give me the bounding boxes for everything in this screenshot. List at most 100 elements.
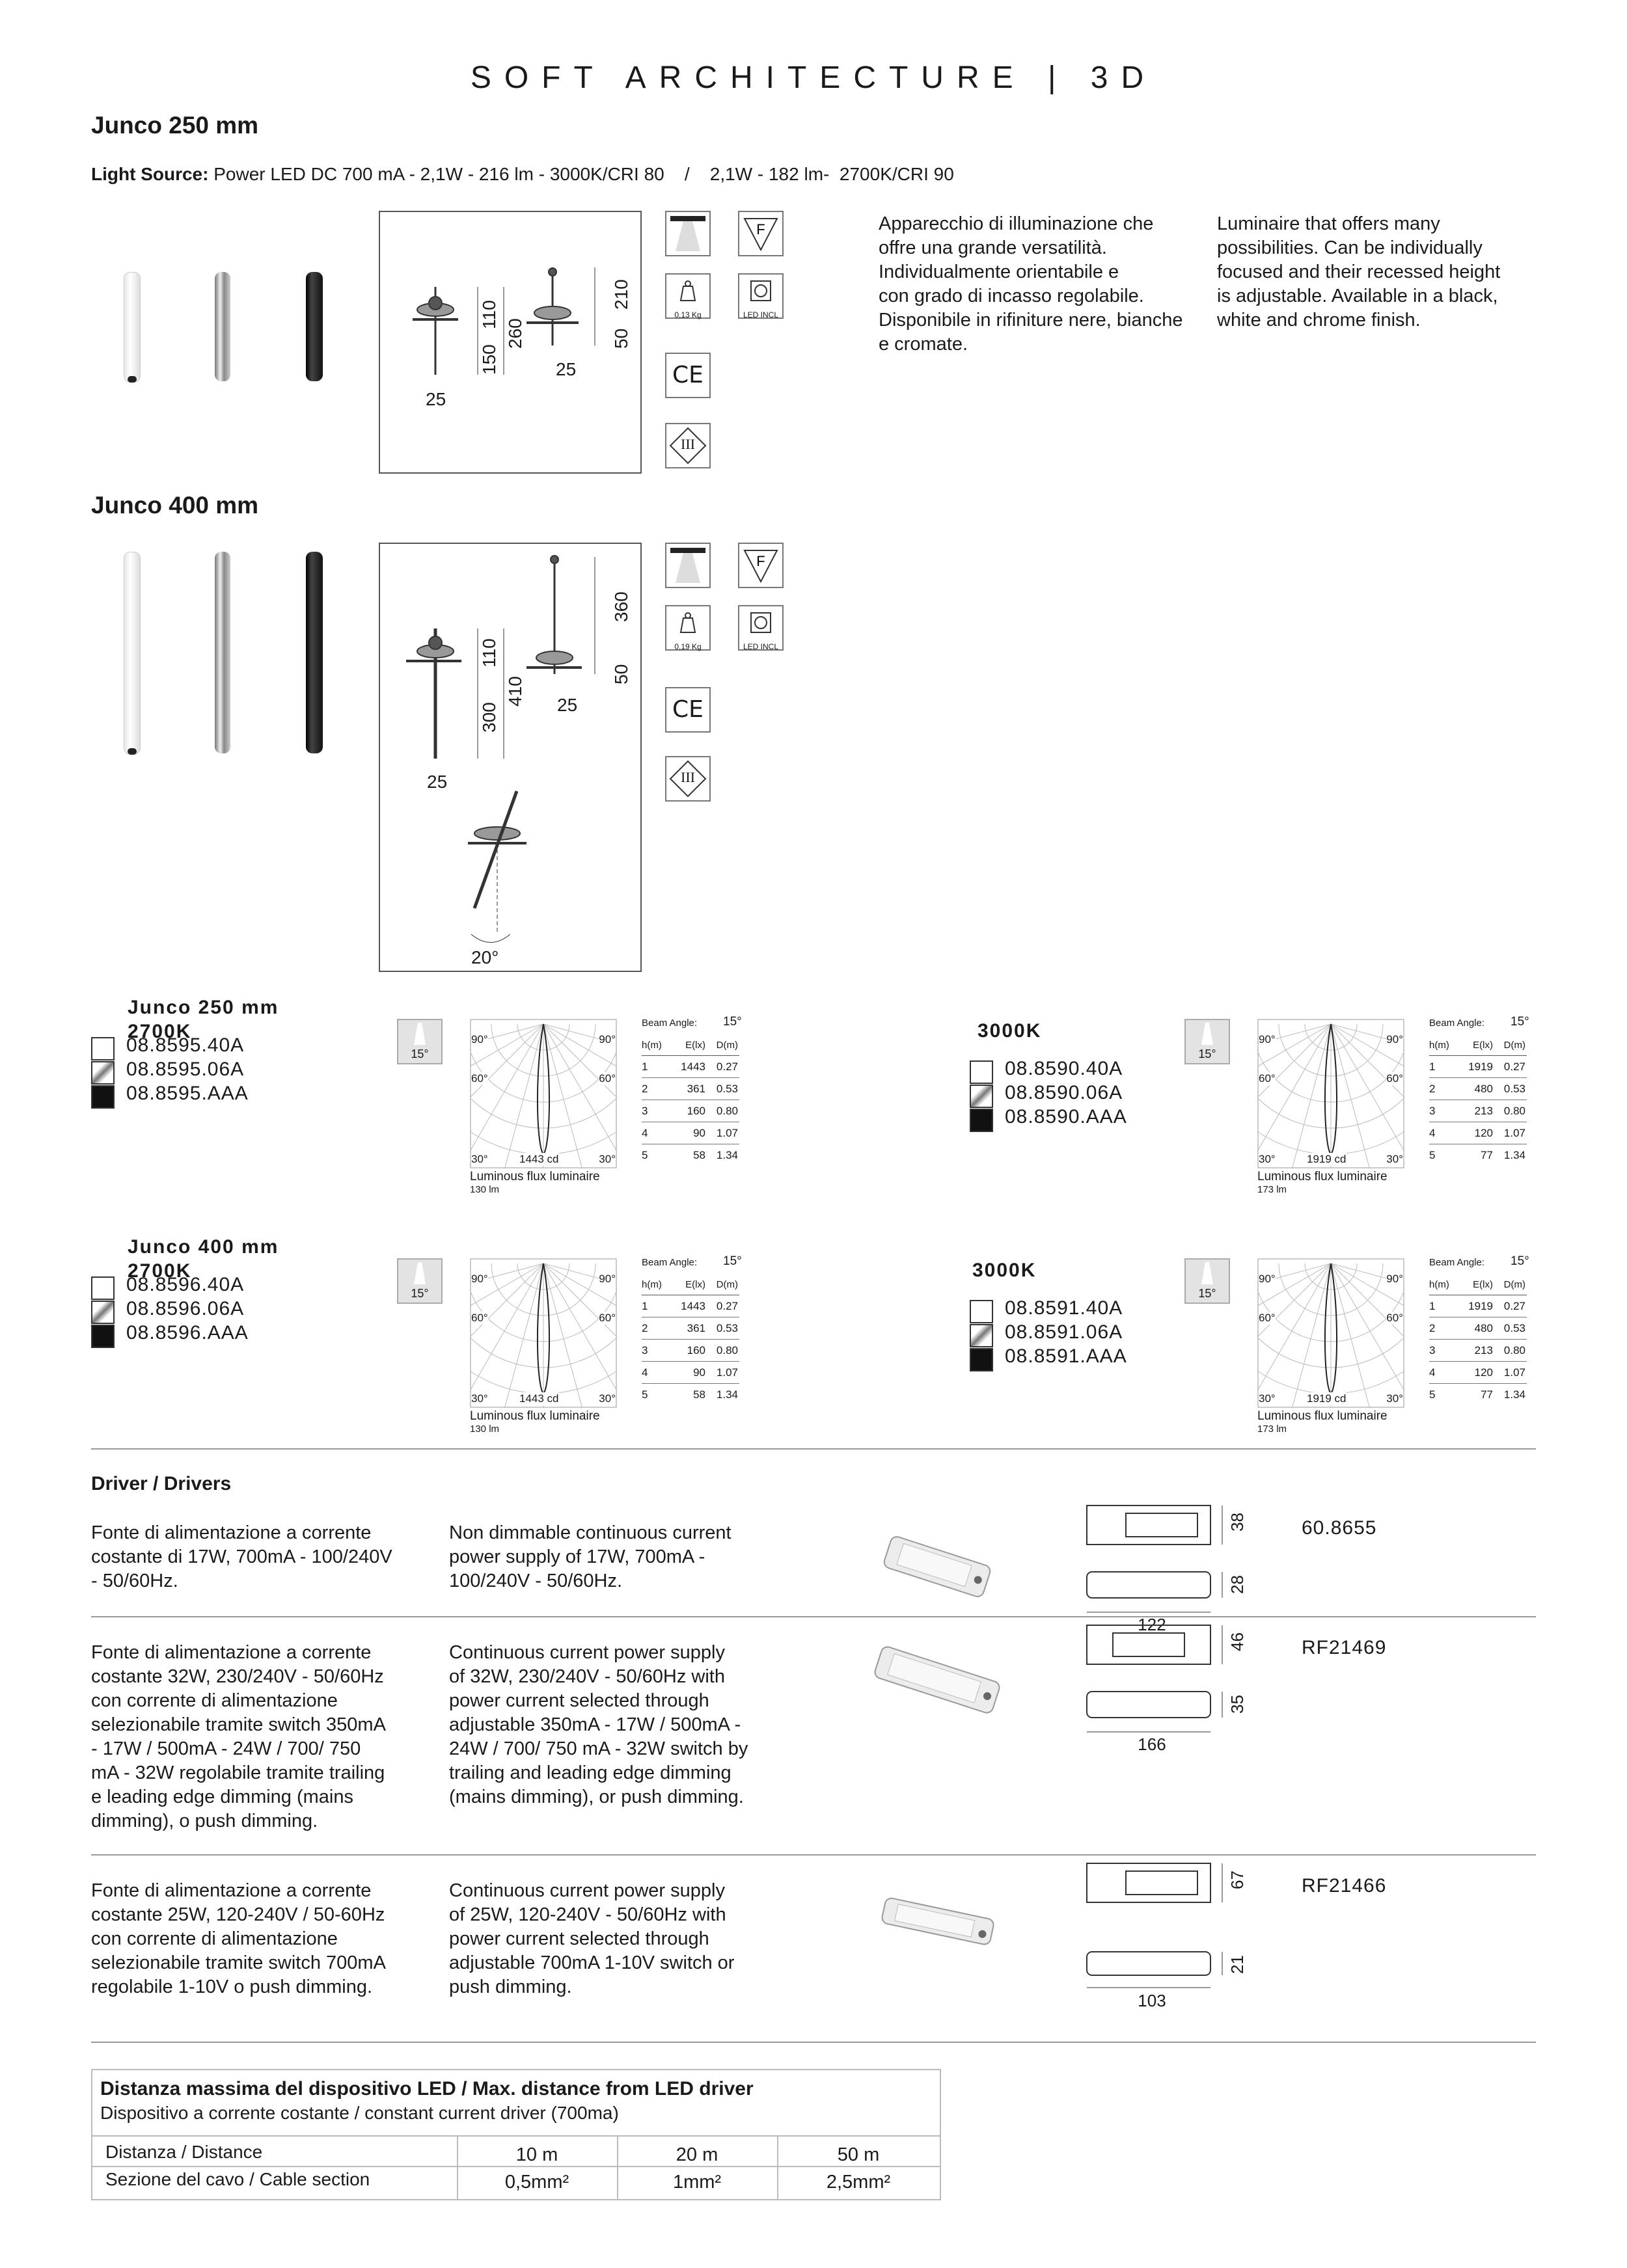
beam-table-cell: 3 xyxy=(1429,1344,1436,1357)
product-code: 08.8590.06A xyxy=(1005,1082,1123,1103)
variant-temp: 2700K xyxy=(128,1021,192,1042)
driver-it-line: - 50/60Hz. xyxy=(91,1571,178,1591)
beam-table-cell: 4 xyxy=(1429,1127,1436,1139)
beam-table-cell: 2 xyxy=(642,1083,648,1095)
finish-swatch xyxy=(970,1060,993,1084)
beam-angle-icon: 15° xyxy=(397,1258,443,1304)
beam-table-cell: 77 xyxy=(1481,1388,1493,1401)
polar-label-90-left: 90° xyxy=(471,1273,488,1286)
polar-label-60-right: 60° xyxy=(599,1312,616,1325)
beam-table-header: E(lx) xyxy=(1473,1040,1493,1051)
beam-table-header: h(m) xyxy=(642,1040,662,1051)
dim-110: 110 xyxy=(479,638,499,668)
product-code: 08.8591.06A xyxy=(1005,1321,1123,1343)
polar-label-90-left: 90° xyxy=(471,1033,488,1046)
desc-en-line: Luminaire that offers many xyxy=(1217,213,1440,234)
beam-table-cell: 0.53 xyxy=(1503,1083,1525,1095)
variant-title: Junco 400 mm xyxy=(128,1236,279,1258)
beam-table-cell: 1919 xyxy=(1468,1300,1493,1312)
technical-drawing-400: 110 300 410 25 360 50 25 20° xyxy=(379,543,642,972)
beam-table-header: E(lx) xyxy=(1473,1279,1493,1290)
drivers-heading: Driver / Drivers xyxy=(91,1473,232,1494)
table-col-rule xyxy=(457,2135,458,2199)
beam-table-header: h(m) xyxy=(642,1279,662,1290)
driver-en-line: 24W / 700/ 750 mA - 32W switch by xyxy=(449,1738,748,1759)
dim-210: 210 xyxy=(611,279,631,310)
distance-table: Distanza massima del dispositivo LED / M… xyxy=(91,2069,941,2200)
beam-angle-label: Beam Angle: xyxy=(1429,1018,1485,1029)
beam-angle-label: Beam Angle: xyxy=(642,1018,698,1029)
beam-table-rule xyxy=(1429,1055,1527,1056)
finish-swatch xyxy=(91,1301,115,1324)
beam-table-rule xyxy=(1429,1383,1527,1384)
finish-swatch xyxy=(970,1085,993,1108)
beam-table-cell: 1.07 xyxy=(1503,1127,1525,1139)
dim-25-left: 25 xyxy=(427,772,448,792)
light-source-line: Light Source: Power LED DC 700 mA - 2,1W… xyxy=(91,164,954,185)
polar-label-60-left: 60° xyxy=(1259,1312,1276,1325)
ce-mark-icon: CE xyxy=(665,687,711,733)
beam-table-cell: 0.27 xyxy=(1503,1060,1525,1073)
driver-en-line: 100/240V - 50/60Hz. xyxy=(449,1571,623,1591)
flux-label: Luminous flux luminaire xyxy=(470,1170,600,1183)
row-distance-label: Distanza / Distance xyxy=(105,2142,263,2162)
table-col-rule xyxy=(777,2135,778,2199)
driver-en-line: adjustable 700mA 1-10V switch or xyxy=(449,1952,735,1973)
drawing-250-svg xyxy=(413,267,595,375)
white-tube xyxy=(124,272,141,383)
polar-label-30-right: 30° xyxy=(1386,1392,1403,1405)
polar-label-30-left: 30° xyxy=(471,1153,488,1166)
beam-table-cell: 3 xyxy=(642,1105,648,1117)
dim-410: 410 xyxy=(505,676,525,707)
beam-angle-icon-label: 15° xyxy=(1198,1287,1216,1300)
section-0-5: 0,5mm² xyxy=(504,2172,569,2193)
beam-table-rule xyxy=(1429,1361,1527,1362)
polar-label-30-left: 30° xyxy=(471,1392,488,1405)
driver-dim-depth: 21 xyxy=(1227,1955,1247,1974)
beam-table-rule xyxy=(1429,1339,1527,1340)
driver-photo xyxy=(872,1528,991,1606)
beam-table-cell: 2 xyxy=(1429,1083,1436,1095)
driver-it-line: - 17W / 500mA - 24W / 700/ 750 xyxy=(91,1738,361,1759)
beam-table-cell: 3 xyxy=(642,1344,648,1357)
polar-grid xyxy=(1257,1019,1404,1168)
finish-tubes-250 xyxy=(117,272,332,383)
polar-grid xyxy=(1257,1258,1404,1408)
variant-temp: 2700K xyxy=(128,1260,192,1282)
beam-table-cell: 1.07 xyxy=(1503,1366,1525,1379)
polar-diagram: 90°90°60°60°30°30°1919 cd xyxy=(1257,1019,1404,1168)
driver-it-line: Fonte di alimentazione a corrente xyxy=(91,1522,372,1543)
beam-table-cell: 58 xyxy=(693,1388,705,1401)
product-250-title: Junco 250 mm xyxy=(91,112,259,139)
beam-table-cell: 480 xyxy=(1474,1083,1493,1095)
finish-swatch xyxy=(91,1325,115,1348)
led-incl-label: LED INCL xyxy=(743,642,779,651)
light-source-label: Light Source: xyxy=(91,164,209,184)
product-code: 08.8595.AAA xyxy=(126,1083,249,1104)
driver-dim-width: 166 xyxy=(1138,1735,1166,1754)
beam-table-cell: 1 xyxy=(642,1060,648,1073)
beam-table-rule xyxy=(642,1055,739,1056)
class-iii-icon: III xyxy=(665,423,711,468)
dim-25-left: 25 xyxy=(426,389,446,409)
dim-360: 360 xyxy=(611,591,631,622)
distance-table-title: Distanza massima del dispositivo LED / M… xyxy=(100,2078,754,2099)
polar-diagram: 90°90°60°60°30°30°1919 cd xyxy=(1257,1258,1404,1408)
table-rule xyxy=(92,2135,940,2137)
driver-it-line: dimming), o push dimming. xyxy=(91,1811,318,1831)
weight-label: 0,19 Kg xyxy=(674,642,702,651)
variant-header: 3000K xyxy=(978,1019,1041,1043)
beam-table-cell: 120 xyxy=(1474,1127,1493,1139)
page-title: SOFT ARCHITECTURE | 3D xyxy=(470,61,1157,95)
beam-table-cell: 1443 xyxy=(681,1300,705,1312)
table-rule xyxy=(92,2166,940,2167)
beam-table-rule xyxy=(642,1339,739,1340)
product-code: 08.8591.40A xyxy=(1005,1297,1123,1319)
beam-table-cell: 0.80 xyxy=(1503,1105,1525,1117)
beam-angle-value: 15° xyxy=(723,1254,742,1268)
polar-diagram: 90°90°60°60°30°30°1443 cd xyxy=(470,1258,617,1408)
